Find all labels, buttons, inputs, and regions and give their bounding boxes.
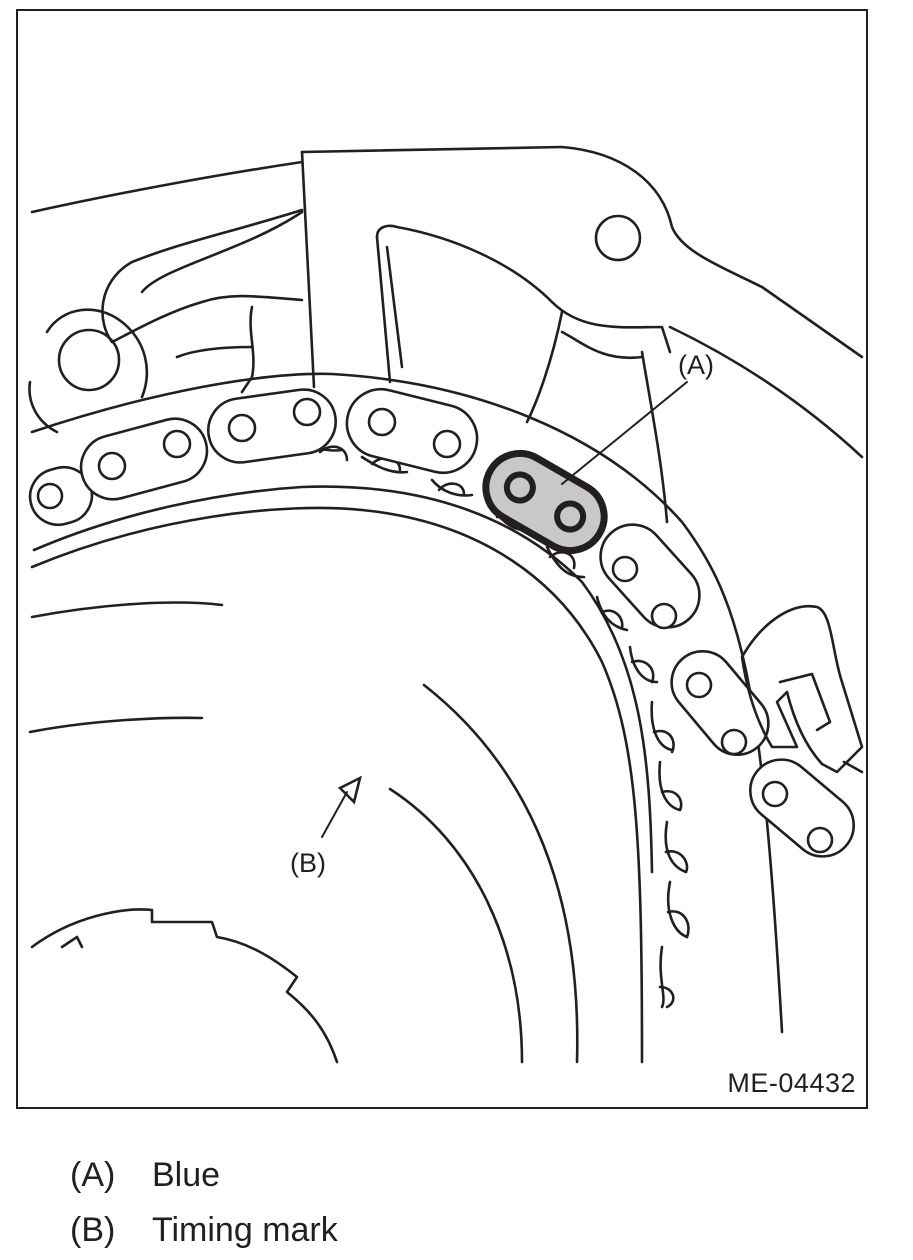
figure-id: ME-04432 xyxy=(727,1068,856,1098)
legend-label: Blue xyxy=(152,1156,221,1194)
callout-a-label: (A) xyxy=(678,350,714,380)
legend: (A) Blue (B) Timing mark xyxy=(70,1148,338,1258)
timing-mark-arrow xyxy=(337,775,362,805)
legend-key: (B) xyxy=(70,1211,116,1249)
callout-b-label: (B) xyxy=(290,848,326,878)
timing-chain-diagram: (A) (B) xyxy=(28,145,864,1064)
chain-tensioner-clip xyxy=(740,604,864,774)
blue-link xyxy=(482,450,608,554)
legend-key: (A) xyxy=(70,1156,116,1194)
legend-label: Timing mark xyxy=(152,1211,338,1249)
diagram-frame: (A) (B) ME-04432 xyxy=(16,9,868,1109)
engine-housing xyxy=(28,145,864,524)
legend-item-b: (B) Timing mark xyxy=(70,1203,338,1258)
legend-item-a: (A) Blue xyxy=(70,1148,338,1203)
callout-a-leader xyxy=(561,381,688,485)
timing-chain xyxy=(28,387,855,858)
